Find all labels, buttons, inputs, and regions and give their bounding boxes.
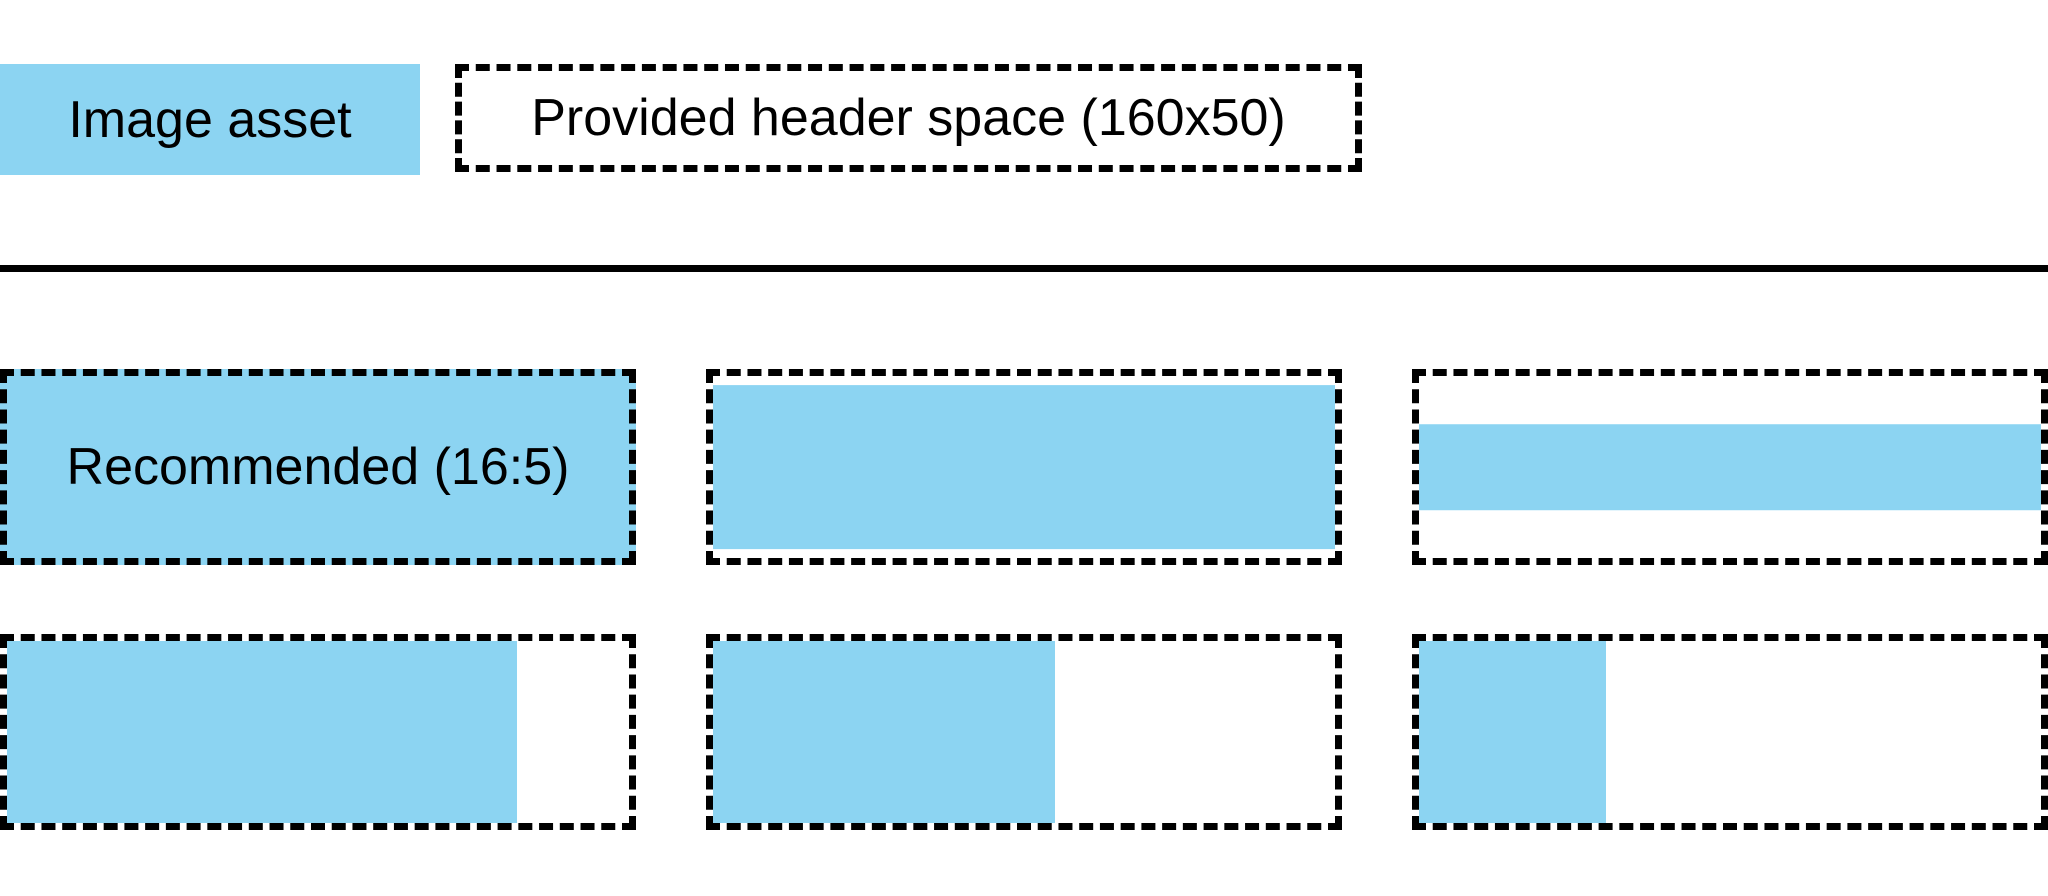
image-asset-band xyxy=(713,385,1335,549)
image-asset-band xyxy=(1419,641,1606,823)
grid-cell-wide-asset-small xyxy=(1412,369,2048,565)
recommended-label: Recommended (16:5) xyxy=(66,438,570,496)
grid-cell-tall-asset-large xyxy=(0,634,636,830)
legend-image-asset-swatch: Image asset xyxy=(0,64,420,175)
image-asset-band xyxy=(7,641,518,823)
grid-cell-tall-asset-small xyxy=(1412,634,2048,830)
grid-cell-wide-asset-large xyxy=(706,369,1342,565)
legend-provided-header-space-label: Provided header space (160x50) xyxy=(531,89,1286,147)
legend-image-asset-label: Image asset xyxy=(68,90,352,149)
legend-provided-header-space-box: Provided header space (160x50) xyxy=(455,64,1362,172)
section-divider xyxy=(0,265,2048,272)
image-asset-band xyxy=(1419,424,2041,510)
grid-cell-tall-asset-medium xyxy=(706,634,1342,830)
grid-cell-recommended: Recommended (16:5) xyxy=(0,369,636,565)
image-asset-band xyxy=(713,641,1056,823)
